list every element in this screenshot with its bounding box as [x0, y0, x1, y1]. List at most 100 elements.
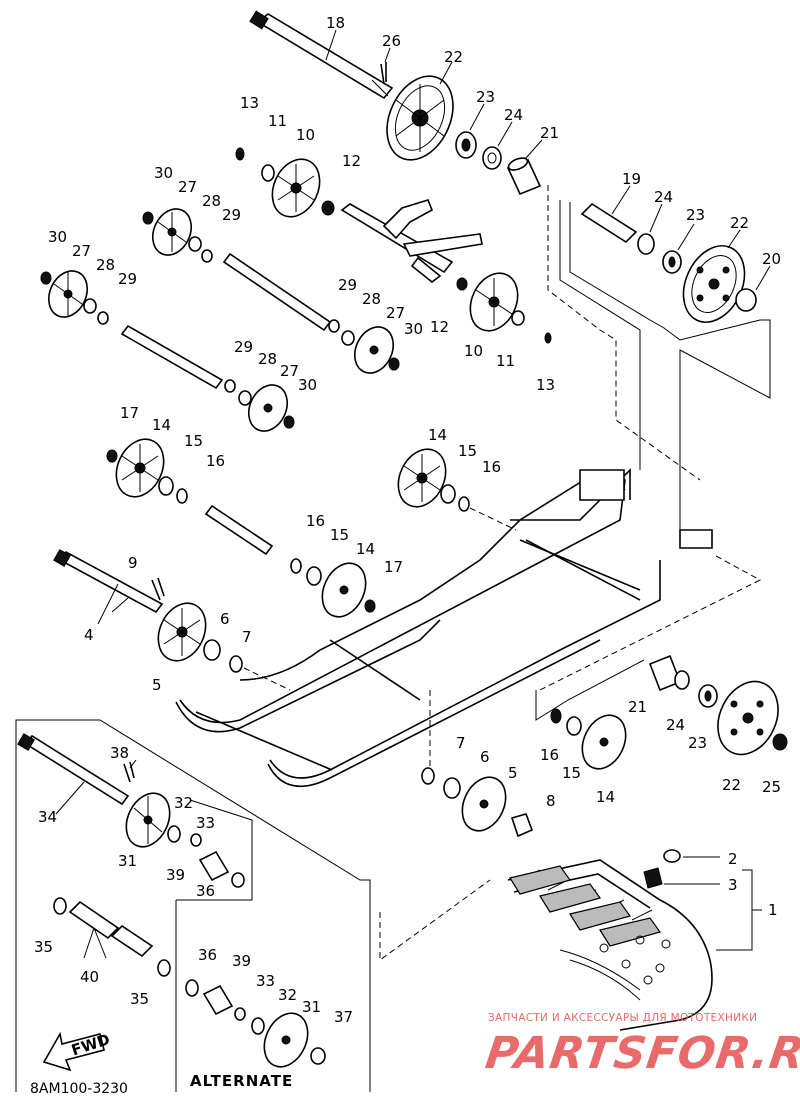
callout-1: 1 — [768, 901, 778, 919]
callout-8: 8 — [546, 792, 556, 810]
callout-10: 10 — [464, 342, 483, 360]
part-15-bearing-a — [158, 476, 174, 496]
callout-12: 12 — [342, 152, 361, 170]
callout-29: 29 — [338, 276, 357, 294]
part-37-nut — [310, 1047, 326, 1065]
callout-31: 31 — [118, 852, 137, 870]
callout-30: 30 — [154, 164, 173, 182]
callout-37: 37 — [334, 1008, 353, 1026]
part-33-ring-b — [234, 1007, 246, 1021]
callout-33: 33 — [256, 972, 275, 990]
part-23-bearing — [455, 131, 477, 159]
part-24-ring — [482, 146, 502, 170]
callout-34: 34 — [38, 808, 57, 826]
callout-3: 3 — [728, 876, 738, 894]
part-18-shaft — [249, 10, 394, 100]
callout-4: 4 — [84, 626, 94, 644]
part-23-bearing-b — [662, 250, 682, 274]
callout-18: 18 — [326, 14, 345, 32]
callout-28: 28 — [202, 192, 221, 210]
part-4-shaft — [53, 549, 164, 614]
part-22-wheel — [386, 75, 454, 161]
callout-35: 35 — [130, 990, 149, 1008]
part-19-sleeve — [580, 202, 638, 244]
callout-17: 17 — [120, 404, 139, 422]
part-14-wheel-b — [397, 448, 447, 508]
alternate-label: ALTERNATE — [190, 1072, 294, 1090]
callout-15: 15 — [562, 764, 581, 782]
part-36-ring-b — [185, 979, 199, 997]
part-14-wheel-d — [581, 714, 627, 770]
callout-28: 28 — [258, 350, 277, 368]
callout-22: 22 — [444, 48, 463, 66]
callout-2: 2 — [728, 850, 738, 868]
callout-21: 21 — [628, 698, 647, 716]
callout-31: 31 — [302, 998, 321, 1016]
callout-39: 39 — [232, 952, 251, 970]
part-29-ring-b — [97, 311, 109, 325]
callout-9: 9 — [128, 554, 138, 572]
part-28-bearing-a — [188, 236, 202, 252]
part-28-bearing-b — [83, 298, 97, 314]
part-6-bearing-a — [203, 639, 221, 661]
part-30-nut-a — [142, 211, 154, 225]
cross-arm-assembly — [340, 199, 483, 284]
callout-29: 29 — [234, 338, 253, 356]
part-29-ring-c — [328, 319, 340, 333]
callout-39: 39 — [166, 866, 185, 884]
callout-6: 6 — [480, 748, 490, 766]
callout-36: 36 — [196, 882, 215, 900]
part-11-spacer-b — [511, 310, 525, 326]
part-33-ring-a — [190, 833, 202, 847]
part-7-ring-a — [229, 655, 243, 673]
callout-24: 24 — [666, 716, 685, 734]
callout-17: 17 — [384, 558, 403, 576]
part-30-nut-c — [388, 357, 400, 371]
part-6-bearing-b — [443, 777, 461, 799]
part-13-pin-b — [544, 332, 552, 344]
part-31-wheel-a — [125, 792, 171, 848]
callout-5: 5 — [508, 764, 518, 782]
callout-16: 16 — [482, 458, 501, 476]
callout-27: 27 — [178, 178, 197, 196]
callout-22: 22 — [730, 214, 749, 232]
part-14-wheel-c — [321, 562, 367, 618]
part-26-pin — [380, 62, 387, 85]
callout-29: 29 — [222, 206, 241, 224]
callout-35: 35 — [34, 938, 53, 956]
part-29-ring-d — [224, 379, 236, 393]
callout-23: 23 — [688, 734, 707, 752]
part-31-wheel-b — [263, 1012, 309, 1068]
callout-14: 14 — [596, 788, 615, 806]
callout-32: 32 — [278, 986, 297, 1004]
callout-6: 6 — [220, 610, 230, 628]
part-40-sleeve-a — [68, 900, 120, 940]
callout-16: 16 — [540, 746, 559, 764]
callout-40: 40 — [80, 968, 99, 986]
part-27-wheel-c — [353, 326, 395, 374]
part-16-ring-b — [458, 496, 470, 512]
callout-16: 16 — [306, 512, 325, 530]
part-39-spacer-b — [202, 984, 234, 1016]
callout-30: 30 — [404, 320, 423, 338]
part-27-wheel-d — [247, 384, 289, 432]
part-12-nut-b — [456, 277, 468, 291]
part-25-cap — [772, 733, 788, 751]
callout-15: 15 — [458, 442, 477, 460]
callout-14: 14 — [152, 416, 171, 434]
callout-16: 16 — [206, 452, 225, 470]
part-32-bearing-b — [251, 1017, 265, 1035]
callout-10: 10 — [296, 126, 315, 144]
part-38-pin — [123, 761, 135, 783]
callout-27: 27 — [72, 242, 91, 260]
callout-27: 27 — [280, 362, 299, 380]
part-34-shaft — [17, 733, 130, 806]
callout-24: 24 — [504, 106, 523, 124]
part-28-bearing-c — [341, 330, 355, 346]
callout-32: 32 — [174, 794, 193, 812]
leader-lines — [55, 29, 771, 815]
drawing-code: 8AM100-3230 — [30, 1081, 128, 1097]
part-2-clip — [663, 849, 681, 863]
callout-29: 29 — [118, 270, 137, 288]
axle-upper — [222, 252, 332, 332]
